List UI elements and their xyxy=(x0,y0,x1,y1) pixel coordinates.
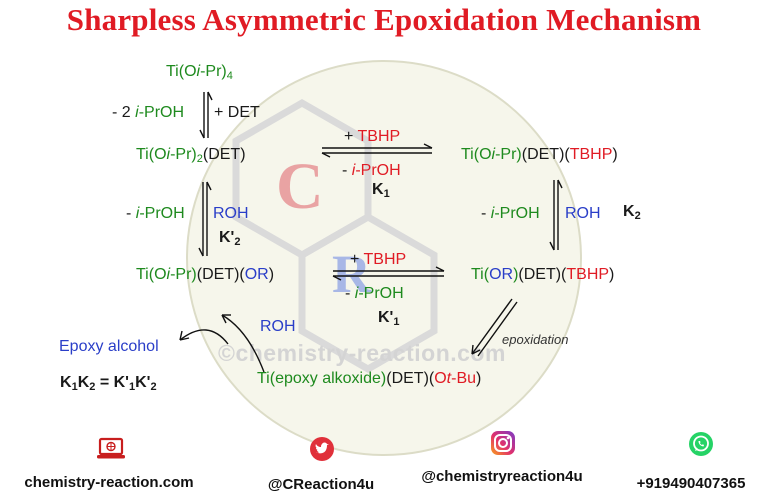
reagent-minus-iproh-3: - i-PrOH xyxy=(481,205,540,222)
page-title: Sharpless Asymmetric Epoxidation Mechani… xyxy=(66,2,702,37)
species-ti-epoxy-alkoxide: Ti(epoxy alkoxide)(DET)(Ot-Bu) xyxy=(257,370,482,387)
footer-whatsapp-link[interactable]: +919490407365 xyxy=(636,475,746,492)
reagent-roh-1: ROH xyxy=(213,205,249,222)
species-ti-oipr-det-tbhp: Ti(Oi-Pr)(DET)(TBHP) xyxy=(461,146,618,163)
footer-instagram-link[interactable]: @chemistryreaction4u xyxy=(421,468,583,485)
reagent-minus-iproh-1: - i-PrOH xyxy=(342,162,401,179)
reagent-plus-det: + DET xyxy=(214,104,260,121)
reagent-plus-tbhp-1: + TBHP xyxy=(344,128,401,145)
watermark-logo-c: C xyxy=(276,150,324,223)
reagent-minus-iproh-4: - i-PrOH xyxy=(345,285,404,302)
species-epoxy-alcohol: Epoxy alcohol xyxy=(59,338,159,355)
species-ti-oipr4: Ti(Oi-Pr)4 xyxy=(166,63,233,82)
reagent-roh-3: ROH xyxy=(260,318,296,335)
whatsapp-icon xyxy=(689,432,713,456)
species-ti-oipr2-det: Ti(Oi-Pr)2(DET) xyxy=(136,146,246,165)
constant-k2-prime: K'2 xyxy=(219,229,241,248)
constant-k1-prime: K'1 xyxy=(378,309,400,328)
reagent-minus-2-iproh: - 2 i-PrOH xyxy=(112,104,185,121)
reagent-minus-iproh-2: - i-PrOH xyxy=(126,205,185,222)
species-ti-oipr-det-or: Ti(Oi-Pr)(DET)(OR) xyxy=(136,266,275,283)
arrow-epoxy-release xyxy=(179,329,229,345)
instagram-icon xyxy=(491,431,515,455)
watermark-logo-r: R xyxy=(332,244,372,304)
arrow-epoxidation xyxy=(471,298,513,355)
laptop-icon xyxy=(97,437,125,459)
footer-twitter-link[interactable]: @CReaction4u xyxy=(267,476,375,493)
label-epoxidation: epoxidation xyxy=(502,332,569,347)
twitter-icon xyxy=(310,437,334,461)
constant-k1: K1 xyxy=(372,181,390,200)
species-ti-or-det-tbhp: Ti(OR)(DET)(TBHP) xyxy=(471,266,615,283)
reagent-roh-2: ROH xyxy=(565,205,601,222)
relation-constants: K1K2 = K'1K'2 xyxy=(60,374,157,393)
constant-k2: K2 xyxy=(623,203,641,222)
watermark-text: ©chemistry-reaction.com xyxy=(218,340,506,366)
arrow-roh-release xyxy=(221,314,265,373)
footer-website-link[interactable]: chemistry-reaction.com xyxy=(24,474,194,491)
reagent-plus-tbhp-2: + TBHP xyxy=(350,251,407,268)
